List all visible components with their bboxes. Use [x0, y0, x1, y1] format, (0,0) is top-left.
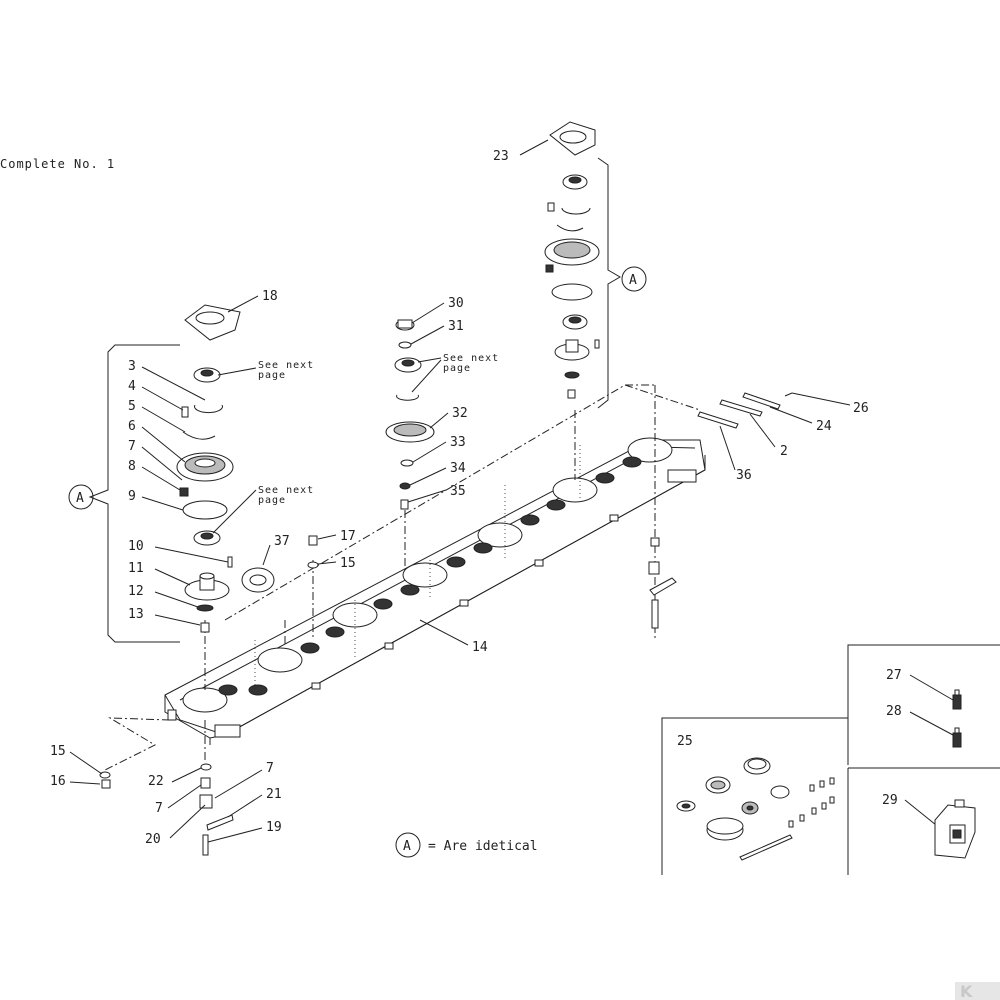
svg-text:17: 17 — [340, 529, 356, 544]
svg-text:9: 9 — [128, 489, 136, 504]
svg-text:See next: See next — [258, 485, 314, 496]
group-a-bracket-right — [597, 157, 621, 409]
svg-text:30: 30 — [448, 296, 464, 311]
svg-text:page: page — [258, 370, 286, 381]
svg-text:K: K — [960, 982, 973, 1000]
kit-box-25: 25 — [661, 717, 849, 875]
svg-text:A: A — [629, 273, 637, 288]
svg-text:22: 22 — [148, 774, 164, 789]
legend-marker — [395, 832, 421, 858]
svg-text:7: 7 — [266, 761, 274, 776]
svg-text:page: page — [258, 495, 286, 506]
svg-text:31: 31 — [448, 319, 464, 334]
upper-right-assembly — [544, 121, 600, 399]
group-a-bracket-left — [88, 344, 180, 643]
svg-text:16: 16 — [50, 774, 66, 789]
svg-text:2: 2 — [780, 444, 788, 459]
kit-box-27-28: 27 28 — [847, 644, 1000, 769]
svg-text:15: 15 — [340, 556, 356, 571]
svg-text:page: page — [443, 363, 471, 374]
svg-text:20: 20 — [145, 832, 161, 847]
svg-text:28: 28 — [886, 704, 902, 719]
svg-text:4: 4 — [128, 379, 136, 394]
knife-parts — [697, 392, 793, 429]
svg-text:11: 11 — [128, 561, 144, 576]
svg-text:A: A — [403, 839, 411, 854]
svg-text:See next: See next — [443, 353, 499, 364]
svg-text:25: 25 — [677, 734, 693, 749]
svg-text:8: 8 — [128, 459, 136, 474]
right-bolt-assembly — [648, 537, 677, 629]
left-gear-assembly — [176, 304, 241, 633]
svg-text:24: 24 — [816, 419, 832, 434]
see-next-page-note-2: See next page — [411, 353, 499, 393]
svg-text:15: 15 — [50, 744, 66, 759]
svg-text:21: 21 — [266, 787, 282, 802]
svg-text:7: 7 — [128, 439, 136, 454]
svg-text:23: 23 — [493, 149, 509, 164]
svg-text:3: 3 — [128, 359, 136, 374]
svg-text:12: 12 — [128, 584, 144, 599]
middle-bearing-assembly — [385, 319, 435, 510]
see-next-page-note-1: See next page — [217, 360, 314, 381]
group-a-marker-right — [621, 266, 647, 292]
kit-box-29: 29 — [847, 768, 976, 875]
bottom-left-parts — [99, 763, 234, 856]
svg-text:33: 33 — [450, 435, 466, 450]
brand-logo: K — [955, 982, 1000, 1000]
svg-text:13: 13 — [128, 607, 144, 622]
svg-text:26: 26 — [853, 401, 869, 416]
svg-text:6: 6 — [128, 419, 136, 434]
svg-text:19: 19 — [266, 820, 282, 835]
svg-text:7: 7 — [155, 801, 163, 816]
svg-text:34: 34 — [450, 461, 466, 476]
svg-text:35: 35 — [450, 484, 466, 499]
svg-text:27: 27 — [886, 668, 902, 683]
group-a-marker-left — [68, 484, 94, 510]
cutter-bar — [164, 437, 706, 745]
svg-text:5: 5 — [128, 399, 136, 414]
svg-text:18: 18 — [262, 289, 278, 304]
svg-text:32: 32 — [452, 406, 468, 421]
part-callouts: 18 3 4 5 6 7 8 9 10 11 12 13 37 17 15 30… — [50, 139, 869, 847]
svg-text:14: 14 — [472, 640, 488, 655]
svg-text:See next: See next — [258, 360, 314, 371]
svg-text:29: 29 — [882, 793, 898, 808]
svg-text:10: 10 — [128, 539, 144, 554]
svg-text:A: A — [76, 491, 84, 506]
legend-text: = Are idetical — [428, 839, 538, 854]
see-next-page-note-3: See next page — [212, 485, 314, 534]
svg-text:36: 36 — [736, 468, 752, 483]
svg-text:37: 37 — [274, 534, 290, 549]
diagram-title: Complete No. 1 — [0, 157, 115, 171]
